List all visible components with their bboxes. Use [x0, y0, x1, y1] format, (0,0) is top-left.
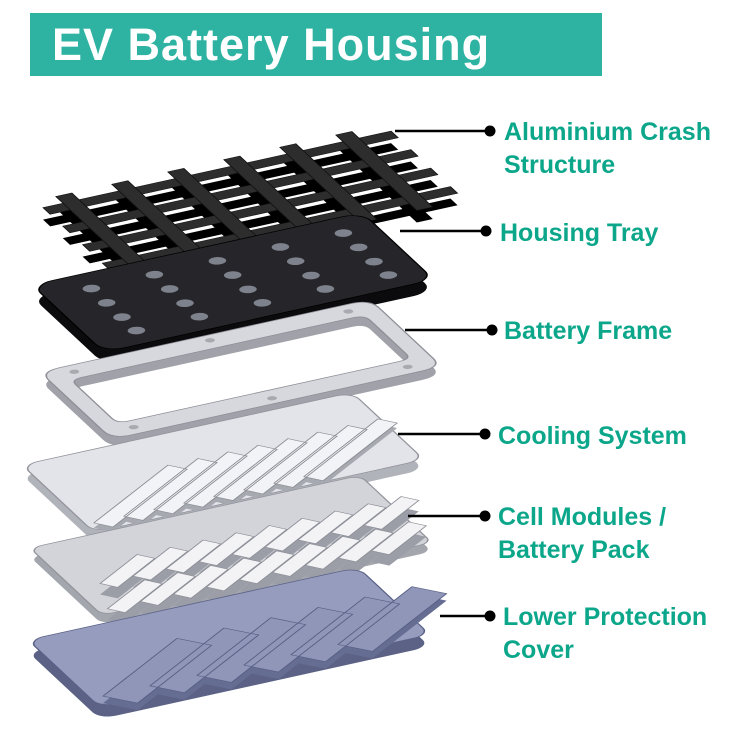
leader-dot-crash-structure: [484, 125, 496, 137]
housing-tray-layer: [31, 211, 435, 365]
leader-dot-cell-modules: [479, 510, 491, 522]
leader-dot-lower-cover: [484, 610, 496, 622]
tray-holes: [82, 229, 398, 335]
label-battery-frame: Battery Frame: [504, 317, 673, 345]
leader-dots: [479, 125, 498, 622]
leader-dot-battery-frame: [486, 324, 498, 336]
leader-lines: [395, 129, 491, 618]
page-title: EV Battery Housing: [52, 18, 491, 70]
battery-frame-layer: [39, 298, 443, 449]
label-aluminium-crash-structure: Aluminium Crash Structure: [504, 118, 711, 179]
label-cooling-system: Cooling System: [498, 422, 687, 450]
label-housing-tray: Housing Tray: [500, 219, 659, 247]
leader-dot-housing-tray: [480, 225, 492, 237]
leader-dot-cooling-system: [479, 428, 491, 440]
label-lower-protection-cover: Lower Protection Cover: [503, 603, 708, 664]
label-cell-modules: Cell Modules / Battery Pack: [498, 503, 667, 564]
title-banner: EV Battery Housing: [30, 13, 602, 76]
frame-holes: [69, 309, 413, 430]
